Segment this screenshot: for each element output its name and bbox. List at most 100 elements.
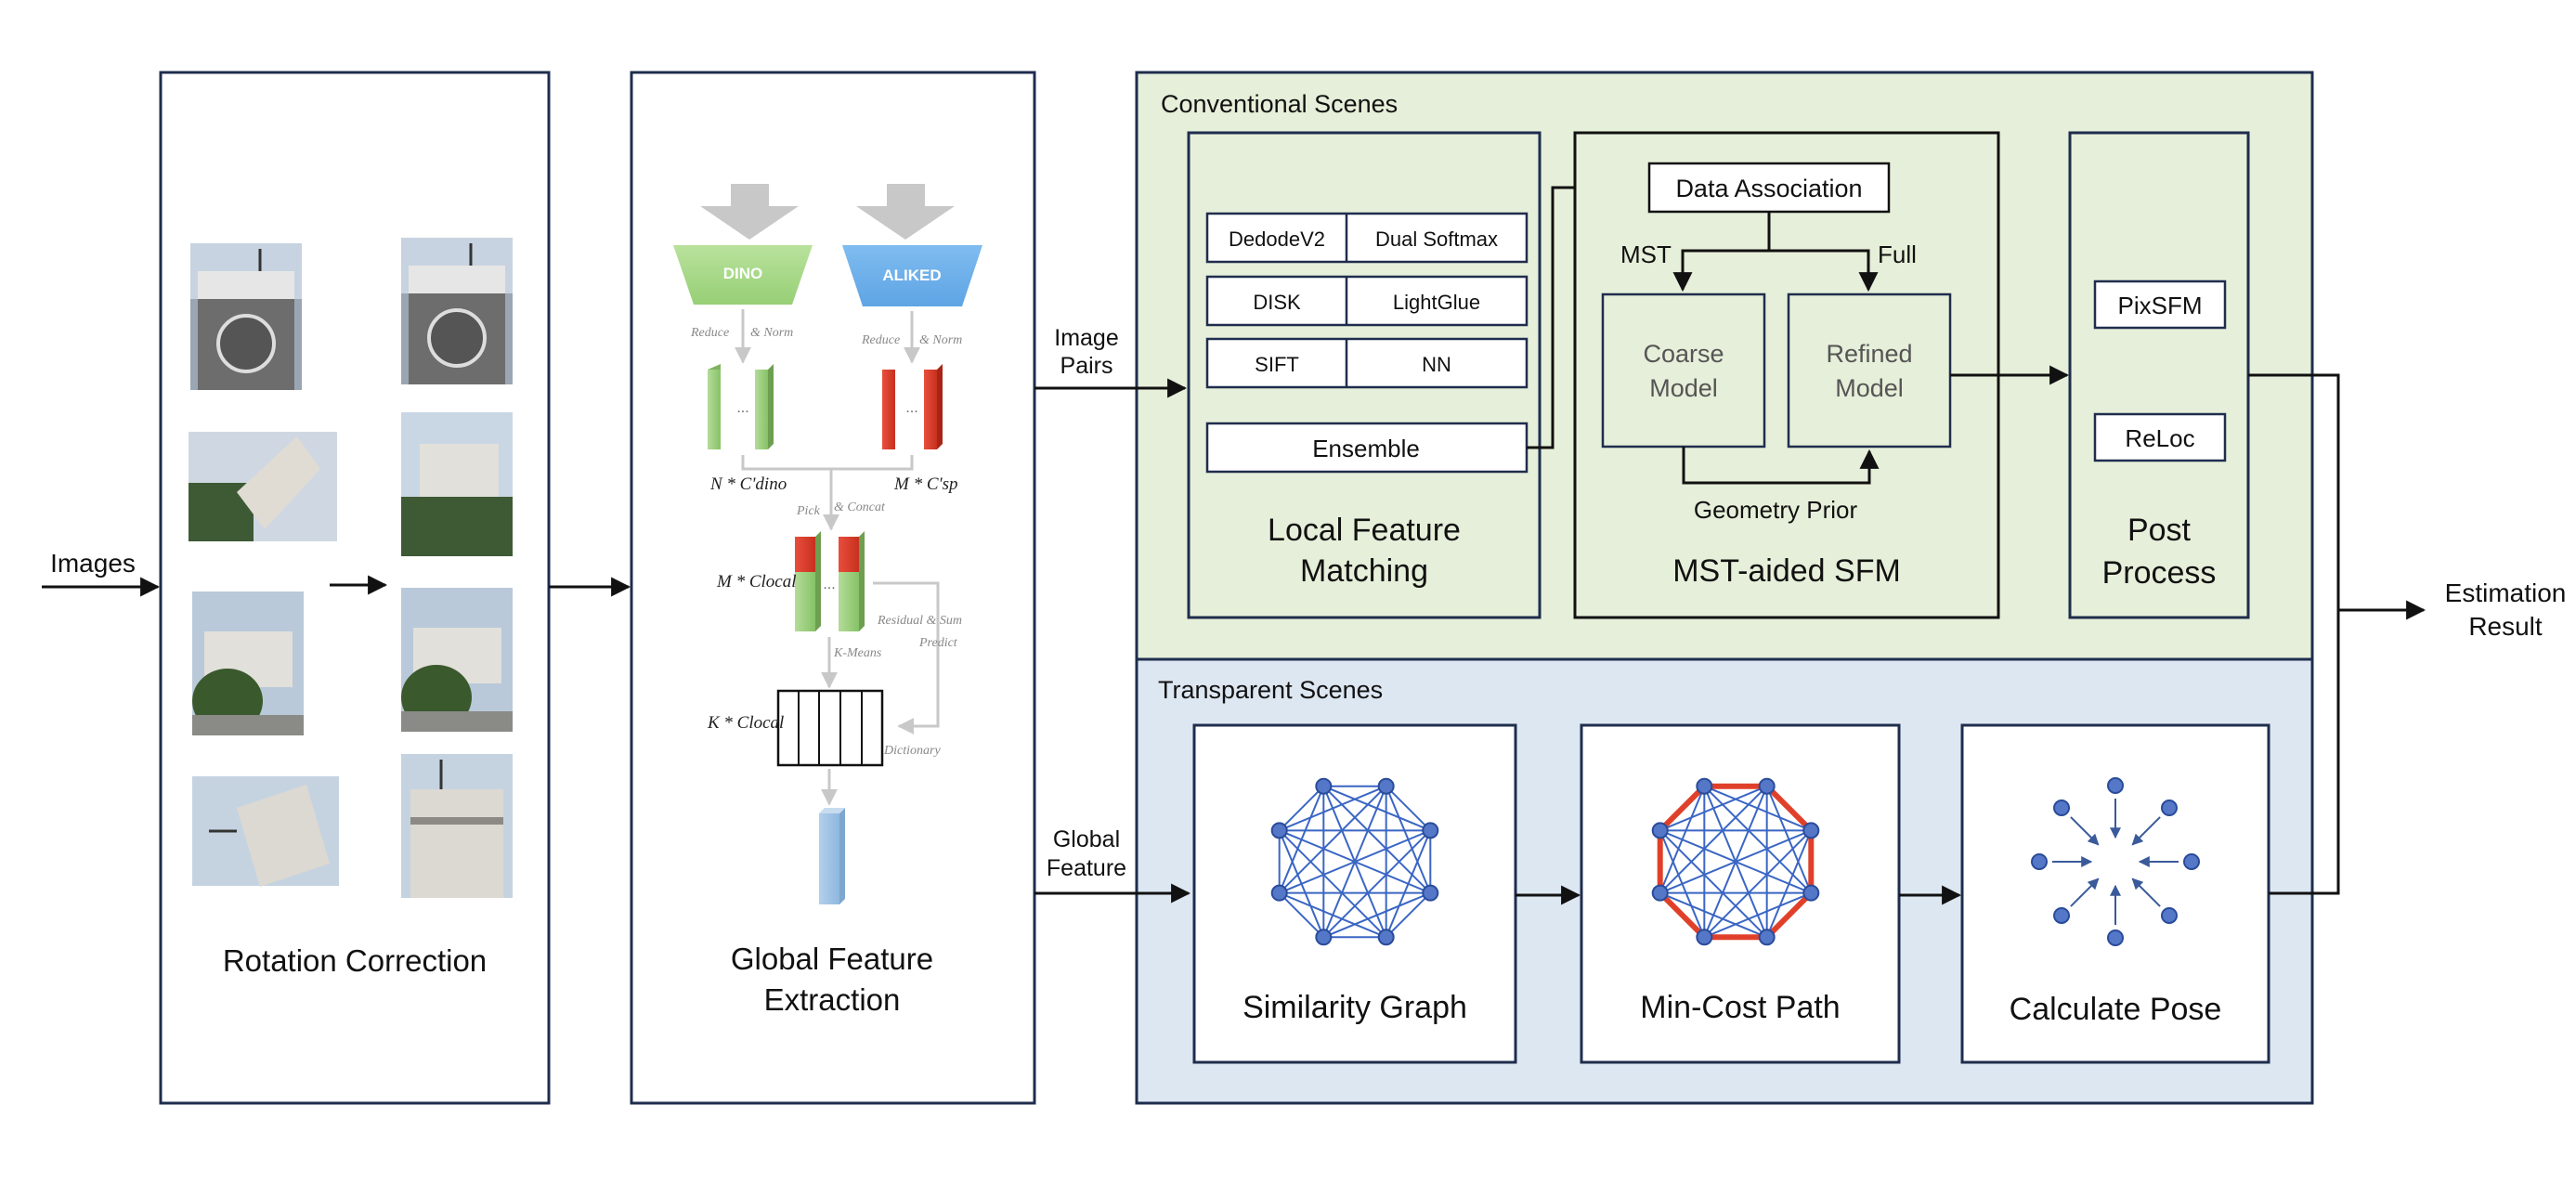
aliked-feature-bars [882, 364, 943, 449]
dino-dimension-label: N * C'dino [709, 474, 787, 494]
dictionary-label: Dictionary [883, 744, 941, 758]
pose-node [2160, 906, 2178, 924]
graph-edge [1322, 786, 1387, 938]
graph-edge [1278, 891, 1325, 939]
refined-model-line2: Model [1835, 374, 1904, 402]
photo-thumb-2-corrected [401, 412, 513, 556]
ensemble-box: Ensemble [1312, 435, 1420, 462]
pixsfm-box: PixSFM [2118, 292, 2203, 319]
scenes-frame [1135, 71, 2314, 1105]
pose-node [2160, 800, 2178, 817]
graph-edge [1703, 785, 1812, 832]
matcher-nn: NN [1422, 353, 1451, 376]
graph-edge [1278, 786, 1325, 894]
graph-edge [1385, 785, 1432, 832]
calculate-pose-icon [2031, 777, 2200, 946]
matcher-dedodev2: DedodeV2 [1229, 228, 1325, 251]
input-arrow-dino [700, 184, 799, 240]
input-arrow-aliked [856, 184, 955, 240]
residual-sum-label: Residual & Sum [877, 614, 962, 628]
coarse-model-line1: Coarse [1643, 340, 1724, 368]
concat-label: & Concat [834, 500, 886, 514]
graph-edge [1659, 786, 1706, 894]
photo-thumb-3-corrected [401, 588, 513, 732]
pose-node [2183, 853, 2200, 870]
photo-thumb-1-corrected [401, 238, 513, 384]
graph-node [1422, 884, 1439, 902]
image-pairs-label-line2: Pairs [1060, 353, 1113, 379]
aliked-encoder [842, 245, 982, 306]
pose-arrow [2131, 816, 2161, 846]
rotation-correction-panel: Rotation Correction [159, 71, 551, 1105]
norm-label-a: & Norm [750, 326, 793, 340]
graph-edge [1278, 785, 1325, 832]
global-feature-extraction-title-line2: Extraction [764, 982, 901, 1017]
graph-edge [1322, 785, 1432, 894]
pose-node [2107, 930, 2124, 946]
reloc-box: ReLoc [2125, 424, 2194, 452]
transparent-scenes-label: Transparent Scenes [1158, 676, 1383, 704]
graph-node [1651, 884, 1669, 902]
full-label: Full [1878, 240, 1917, 268]
graph-edge [1659, 829, 1706, 938]
local-bars-ellipsis: ... [823, 577, 835, 592]
local-feature-matching-title-line2: Matching [1300, 553, 1428, 589]
min-cost-edge [1658, 784, 1707, 833]
residual-path [873, 581, 940, 734]
graph-node [1802, 884, 1820, 902]
refined-model-line1: Refined [1826, 340, 1912, 368]
graph-node [1696, 929, 1713, 946]
similarity-graph-icon [1270, 777, 1439, 946]
graph-edge [1703, 785, 1813, 894]
mst-label: MST [1620, 240, 1672, 268]
reduce-label-a: Reduce [690, 326, 729, 340]
estimation-result-line2: Result [2468, 612, 2543, 641]
global-descriptor-bar [819, 808, 845, 904]
reduce-label-b: Reduce [861, 333, 900, 347]
pose-arrow [2131, 878, 2161, 907]
data-association-branch-full [1769, 249, 1879, 292]
dino-encoder [673, 245, 813, 305]
graph-node [1802, 822, 1820, 839]
graph-node [1270, 884, 1288, 902]
photo-thumb-1-original [190, 243, 302, 390]
mlocal-dimension-label: M * Clocal [716, 572, 797, 592]
pose-arrow [2070, 816, 2100, 846]
global-feature-label-line1: Global [1053, 826, 1120, 852]
min-cost-edge [1764, 784, 1814, 833]
graph-edge [1703, 786, 1768, 938]
graph-edge [1278, 829, 1325, 938]
matcher-disk: DISK [1253, 291, 1301, 314]
graph-node [1315, 777, 1333, 795]
data-association-box: Data Association [1675, 175, 1862, 202]
global-feature-extraction-title-line1: Global Feature [731, 942, 933, 976]
graph-node [1315, 929, 1333, 946]
min-cost-path-title: Min-Cost Path [1640, 990, 1840, 1025]
conventional-scenes-label: Conventional Scenes [1161, 90, 1398, 118]
pose-node [2053, 800, 2071, 817]
pick-label: Pick [796, 504, 821, 518]
mst-aided-sfm-title: MST-aided SFM [1672, 553, 1901, 589]
similarity-graph-title: Similarity Graph [1242, 990, 1467, 1025]
graph-node [1377, 777, 1395, 795]
graph-node [1422, 822, 1439, 839]
merge-lines [741, 455, 914, 471]
graph-node [1758, 929, 1776, 946]
aliked-dimension-label: M * C'sp [893, 474, 957, 494]
graph-node [1696, 777, 1713, 795]
aliked-encoder-label: ALIKED [882, 266, 941, 284]
post-process-title-line2: Process [2102, 555, 2217, 591]
predict-label: Predict [918, 636, 958, 650]
coarse-model-line2: Model [1649, 374, 1718, 402]
geometry-prior-arrow [1682, 447, 1880, 485]
klocal-dimension-label: K * Clocal [707, 713, 784, 733]
pose-node [2053, 906, 2071, 924]
photo-thumb-2-original [189, 432, 337, 541]
post-to-output-line [2248, 373, 2340, 895]
local-feature-matching-title-line1: Local Feature [1268, 513, 1461, 548]
calculate-pose-title: Calculate Pose [2010, 992, 2222, 1027]
local-feature-bars [795, 531, 865, 631]
post-process-title-line1: Post [2127, 513, 2192, 548]
pose-node [2031, 853, 2048, 870]
